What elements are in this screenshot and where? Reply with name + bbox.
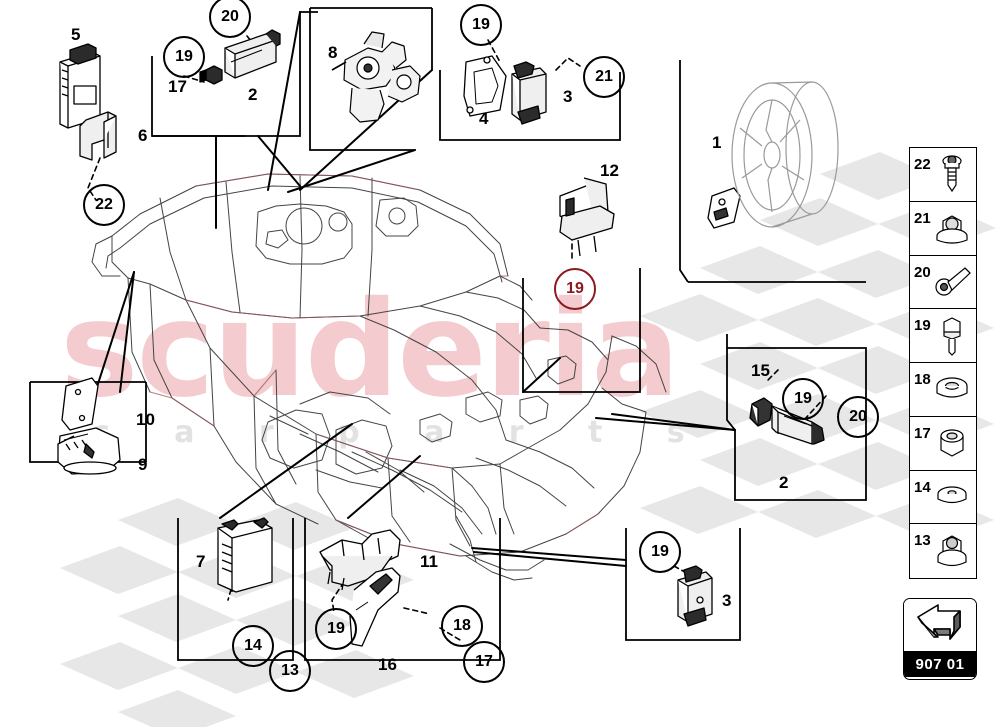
callout-circle-22: 22 [83,184,125,226]
callout-label-6: 6 [138,126,148,145]
callout-label-10: 10 [136,410,155,429]
diagram-code-badge: 907 01 [903,598,977,680]
hex-bolt-icon [943,317,961,357]
callout-label-12: 12 [600,161,619,180]
hardware-number: 14 [914,478,931,496]
hardware-row-20: 20 [910,256,976,310]
callout-circle-20-a: 20 [209,0,251,38]
badge-code-text: 907 01 [904,651,976,677]
callout-label-5: 5 [71,25,81,44]
hardware-row-22: 22 [910,148,976,202]
callout-label-3-b: 3 [722,591,732,610]
callout-circle-18: 18 [441,605,483,647]
callout-circle-21: 21 [583,56,625,98]
hardware-number: 21 [914,209,931,227]
callout-label-7: 7 [196,552,206,571]
hardware-row-19: 19 [910,309,976,363]
callout-circle-19-b: 19 [460,4,502,46]
hardware-row-13: 13 [910,524,976,578]
callout-label-8: 8 [328,43,338,62]
callout-label-1: 1 [712,133,722,152]
washer-icon [936,377,968,398]
hardware-row-21: 21 [910,202,976,256]
callout-label-3-a: 3 [563,87,573,106]
cap-nut-icon [937,535,967,567]
flat-washer-icon [937,485,967,503]
bolt-icon [935,266,971,296]
flange-nut-icon [936,215,968,244]
badge-arrow-graphic [904,599,976,651]
hardware-row-18: 18 [910,363,976,417]
hardware-number: 18 [914,371,931,388]
hardware-number: 19 [914,317,931,335]
hardware-number: 22 [914,156,931,173]
callout-label-2-b: 2 [779,473,789,492]
callout-circle-14: 14 [232,625,274,667]
callout-circle-19-a: 19 [163,36,205,78]
callout-label-2-a: 2 [248,85,258,104]
callout-circle-20-b: 20 [837,396,879,438]
hardware-row-14: 14 [910,471,976,525]
callout-label-9: 9 [138,455,148,474]
callout-label-15: 15 [751,361,770,380]
callout-circle-19-c: 19 [554,268,596,310]
callout-label-11: 11 [420,552,438,571]
arrow-3d-icon [917,604,961,640]
callout-circle-19-d: 19 [782,378,824,420]
callout-circle-17-b: 17 [463,641,505,683]
hardware-number: 17 [914,424,931,442]
callout-circle-19-f: 19 [639,531,681,573]
hardware-number: 13 [914,532,931,550]
callout-label-17-a: 17 [168,77,187,96]
hardware-row-17: 17 [910,417,976,471]
hardware-number: 20 [914,263,931,281]
callout-circle-19-e: 19 [315,608,357,650]
callout-label-4: 4 [479,109,489,128]
hardware-legend-panel: 22 21 [909,147,977,579]
callout-label-16: 16 [378,655,397,674]
hex-nut-icon [940,429,964,457]
callout-circle-13: 13 [269,650,311,692]
rivet-screw-icon [942,155,962,193]
